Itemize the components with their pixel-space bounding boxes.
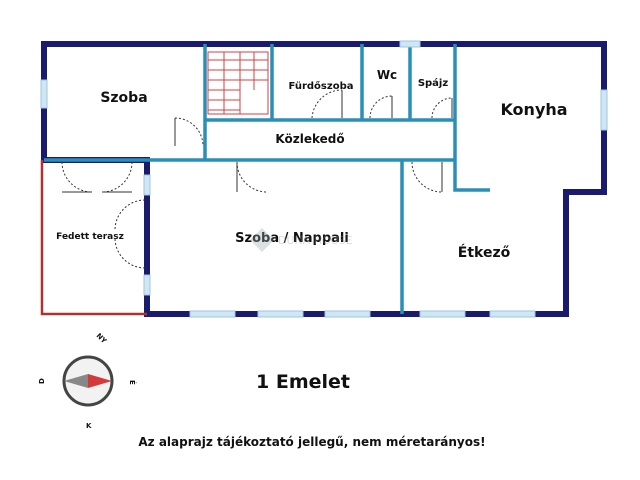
room-label-furdoszoba: Fürdőszoba: [289, 80, 354, 92]
room-label-spajz: Spájz: [418, 77, 449, 89]
compass-e: É: [128, 380, 137, 385]
compass-needle-icon: [64, 374, 88, 388]
compass-d: D: [38, 378, 46, 384]
room-label-fedett-terasz: Fedett terasz: [56, 232, 124, 242]
room-label-wc: Wc: [377, 68, 397, 82]
floor-title: 1 Emelet: [256, 371, 350, 393]
room-label-szoba: Szoba: [100, 90, 147, 106]
doors: [61, 89, 453, 269]
windows: [40, 40, 608, 318]
room-label-kozlekedo: Közlekedő: [275, 132, 344, 146]
compass-k: K: [86, 422, 92, 430]
staircase: [207, 51, 269, 115]
watermark: DUNA HOUSE: [250, 228, 353, 252]
watermark-text: DUNA HOUSE: [278, 234, 353, 247]
room-label-etkezo: Étkező: [458, 244, 511, 261]
compass-ny: NY: [95, 332, 109, 346]
inner-walls: [44, 44, 490, 314]
room-label-konyha: Konyha: [500, 100, 567, 119]
disclaimer: Az alaprajz tájékoztató jellegű, nem mér…: [138, 435, 485, 449]
compass-arrow-icon: [88, 374, 112, 388]
compass: NY É D K: [38, 332, 137, 430]
room-label-szoba-nappali: Szoba / Nappali: [235, 231, 349, 246]
terrace-walls: [40, 160, 147, 316]
